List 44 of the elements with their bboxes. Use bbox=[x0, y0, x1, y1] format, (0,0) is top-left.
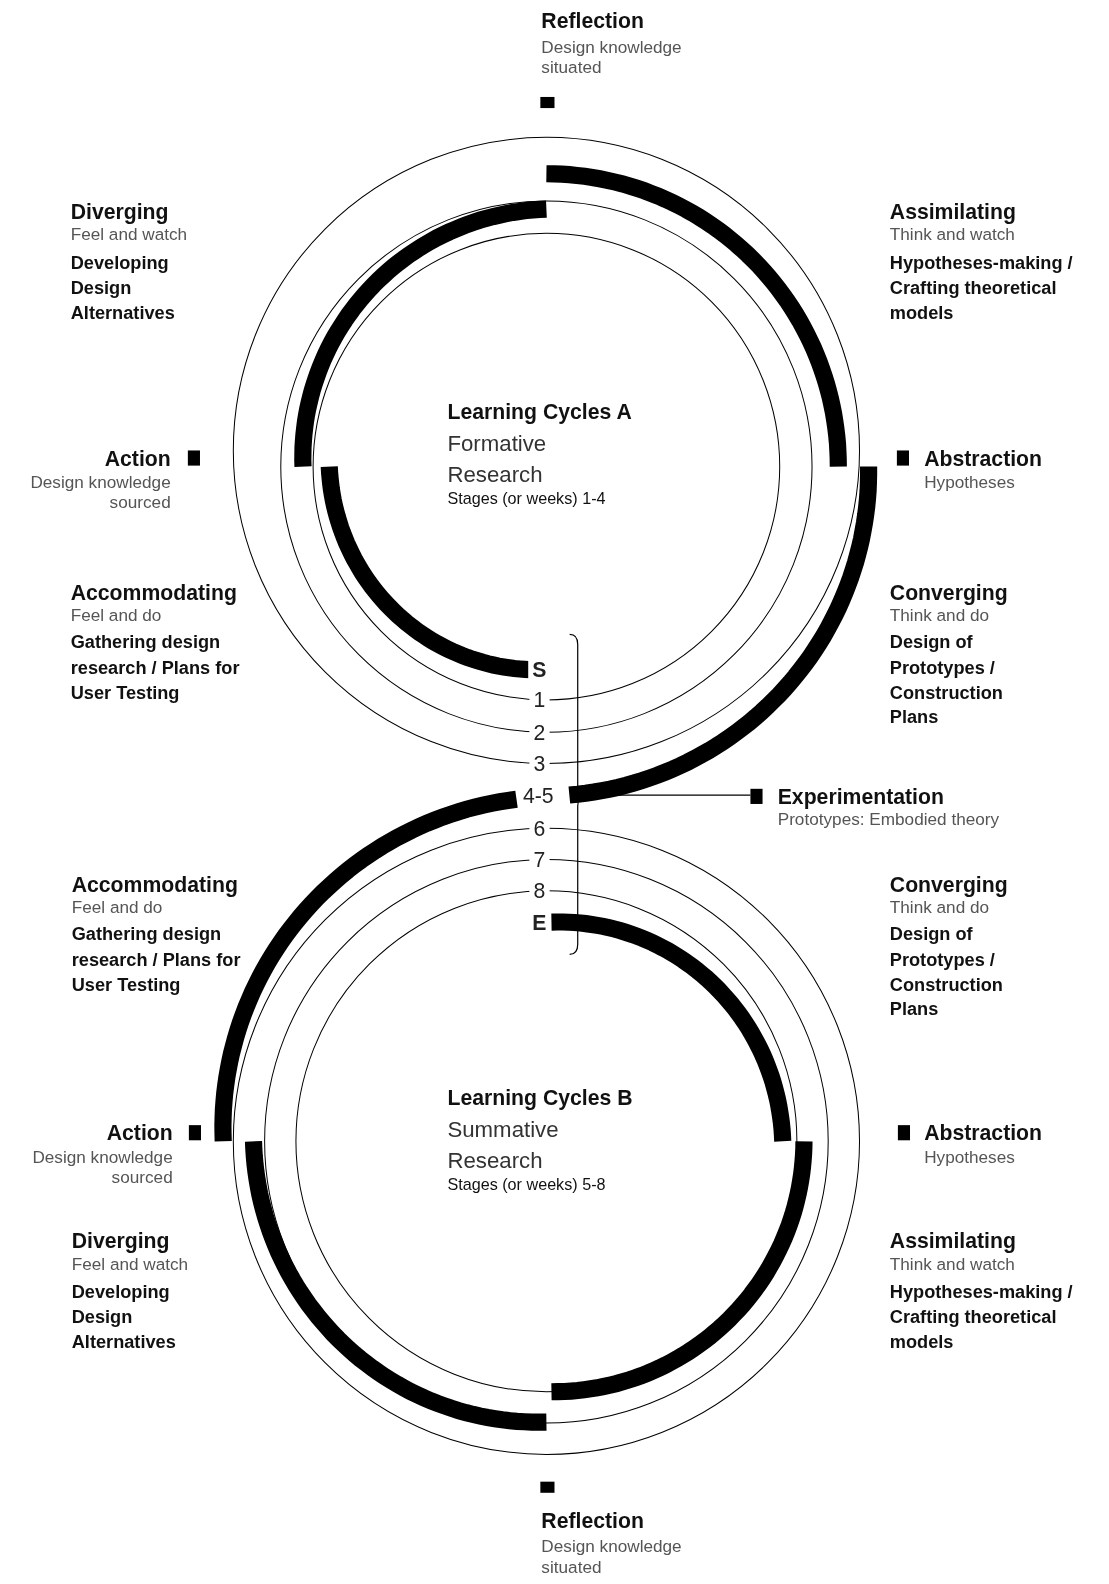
stage-heading: Abstraction bbox=[924, 445, 1042, 471]
description-text: Think and watch bbox=[889, 225, 1015, 246]
stage-heading: Experimentation bbox=[777, 783, 945, 810]
description-text: Think and watch bbox=[889, 1254, 1015, 1275]
activity-text: Design of Prototypes / Construction Plans bbox=[889, 631, 1004, 730]
stage-heading: Reflection bbox=[541, 1507, 644, 1534]
stage-heading: Converging bbox=[889, 579, 1008, 606]
description-text: Design knowledge sourced bbox=[29, 472, 171, 514]
description-text: Think and do bbox=[889, 897, 990, 919]
stage-heading: Action bbox=[106, 1120, 173, 1146]
stage-heading: Accommodating bbox=[71, 871, 238, 898]
description-text: Feel and watch bbox=[70, 225, 188, 246]
description-text: Design knowledge sourced bbox=[31, 1147, 173, 1189]
description-text: Feel and do bbox=[70, 606, 162, 627]
activity-text: Hypotheses-making / Crafting theoretical models bbox=[889, 1280, 1074, 1355]
activity-text: Developing Design Alternatives bbox=[71, 1280, 177, 1355]
stages-text: Stages (or weeks) 5-8 bbox=[447, 1174, 606, 1194]
stage-heading: Abstraction bbox=[924, 1120, 1042, 1146]
description-text: Hypotheses bbox=[924, 1147, 1015, 1168]
research-type-text: Formative Research bbox=[447, 430, 548, 489]
research-type-text: Summative Research bbox=[447, 1116, 560, 1175]
activity-text: Gathering design research / Plans for User Testing bbox=[70, 631, 241, 705]
description-text: Think and do bbox=[889, 606, 990, 627]
stage-heading: Diverging bbox=[70, 199, 169, 225]
stage-heading: Accommodating bbox=[70, 579, 237, 606]
activity-text: Design of Prototypes / Construction Plans bbox=[889, 923, 1004, 1022]
stage-heading: Action bbox=[104, 445, 171, 471]
description-text: Prototypes: Embodied theory bbox=[777, 809, 1000, 832]
description-text: Feel and do bbox=[71, 897, 163, 919]
activity-text: Developing Design Alternatives bbox=[70, 251, 176, 325]
description-text: Design knowledge situated bbox=[541, 1537, 683, 1579]
description-text: Feel and watch bbox=[71, 1254, 189, 1275]
stage-heading: Converging bbox=[889, 871, 1008, 898]
activity-text: Gathering design research / Plans for User Testing bbox=[71, 923, 242, 997]
stage-heading: Learning Cycles B bbox=[447, 1084, 633, 1111]
description-text: Hypotheses bbox=[924, 472, 1015, 494]
description-text: Design knowledge situated bbox=[541, 37, 683, 79]
stage-heading: Diverging bbox=[71, 1228, 170, 1254]
stage-heading: Reflection bbox=[541, 8, 644, 34]
stage-heading: Assimilating bbox=[889, 1228, 1016, 1254]
stages-text: Stages (or weeks) 1-4 bbox=[447, 488, 606, 509]
stage-heading: Assimilating bbox=[889, 199, 1016, 225]
activity-text: Hypotheses-making / Crafting theoretical models bbox=[889, 251, 1074, 325]
stage-heading: Learning Cycles A bbox=[447, 398, 632, 425]
